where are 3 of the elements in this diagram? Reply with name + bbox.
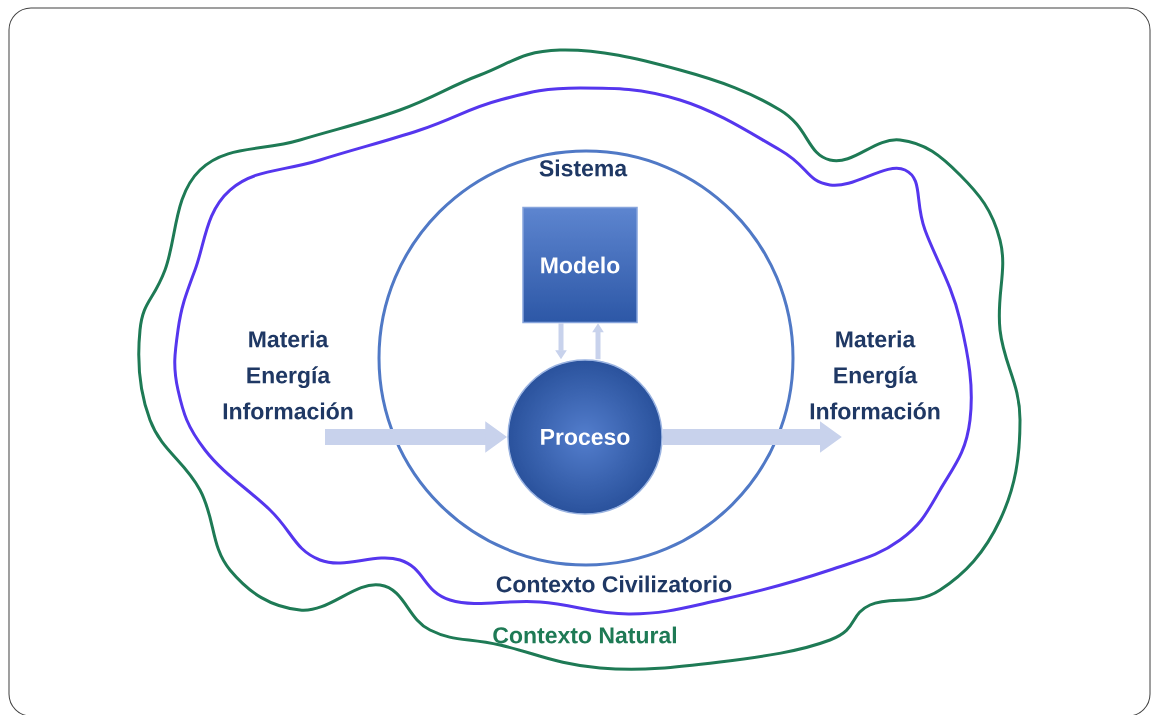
flow-label: Materia Energía Información xyxy=(810,330,940,420)
flow-label: Materia Energía Información xyxy=(223,330,353,420)
model-box: Modelo xyxy=(522,206,638,324)
